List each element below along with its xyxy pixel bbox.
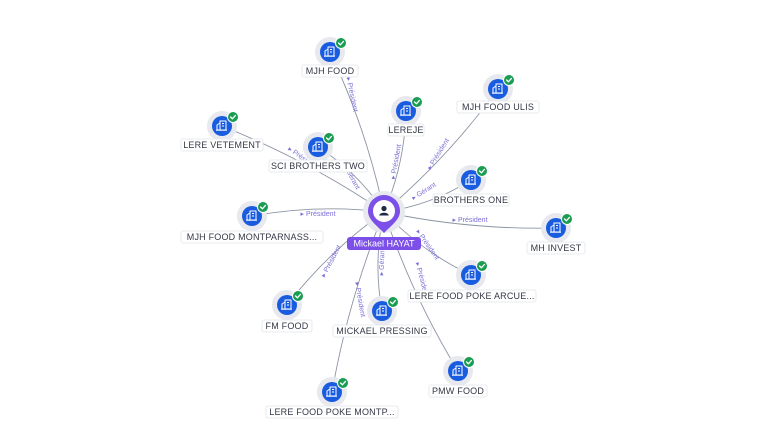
verified-check-icon xyxy=(323,132,335,144)
company-name: LERE FOOD POKE ARCUE... xyxy=(409,291,534,301)
edge-role-label: ▸ Président xyxy=(353,282,366,318)
verified-check-icon xyxy=(257,201,269,213)
company-building-icon xyxy=(376,305,387,316)
company-node-pmw-food[interactable]: PMW FOOD xyxy=(428,356,488,398)
company-label-background xyxy=(301,64,359,78)
company-name: MJH FOOD MONTPARNASS... xyxy=(187,232,317,242)
company-building-icon xyxy=(492,83,503,94)
verified-check-icon xyxy=(337,377,349,389)
company-name: SCI BROTHERS TWO xyxy=(271,161,365,171)
company-node-lere-food-poke-arcueil[interactable]: LERE FOOD POKE ARCUE... xyxy=(407,260,537,303)
verified-check-icon xyxy=(292,290,304,302)
company-label-background xyxy=(268,159,368,173)
company-building-icon xyxy=(246,210,257,221)
company-label-background xyxy=(387,123,425,137)
verified-check-icon xyxy=(335,37,347,49)
verified-check-icon xyxy=(476,165,488,177)
company-building-icon xyxy=(324,46,335,57)
center-person-node[interactable]: Mickael HAYAT xyxy=(347,191,421,250)
company-name: LERE VETEMENT xyxy=(183,140,261,150)
company-name: FM FOOD xyxy=(266,321,309,331)
person-name: Mickael HAYAT xyxy=(353,239,415,249)
company-node-mickael-pressing[interactable]: MICKAEL PRESSING xyxy=(332,296,432,338)
edge-lere-food-poke-montparnasse xyxy=(331,211,385,393)
company-name: PMW FOOD xyxy=(432,386,484,396)
company-node-mjh-food-montparnasse[interactable]: MJH FOOD MONTPARNASS... xyxy=(180,201,324,244)
company-label-background xyxy=(180,230,324,244)
company-building-icon xyxy=(281,299,292,310)
company-building-icon xyxy=(452,365,463,376)
company-node-lere-food-poke-montparnasse[interactable]: LERE FOOD POKE MONTP... xyxy=(265,377,399,419)
company-node-lereje[interactable]: LEREJE xyxy=(387,96,425,137)
verified-check-icon xyxy=(476,260,488,272)
verified-check-icon xyxy=(227,111,239,123)
company-node-fm-food[interactable]: FM FOOD xyxy=(261,290,313,333)
verified-check-icon xyxy=(463,356,475,368)
company-name: MJH FOOD xyxy=(306,66,355,76)
person-icon xyxy=(379,205,389,216)
company-name: MJH FOOD ULIS xyxy=(462,102,534,112)
company-label-background xyxy=(456,100,540,114)
company-node-brothers-one[interactable]: BROTHERS ONE xyxy=(432,165,510,207)
company-label-background xyxy=(407,289,537,303)
company-building-icon xyxy=(216,120,227,131)
company-building-icon xyxy=(400,105,411,116)
edge-role-label: ▸ Président xyxy=(390,144,403,180)
edge-role-label: ▸ Président xyxy=(426,137,451,170)
company-name: LERE FOOD POKE MONTP... xyxy=(269,407,394,417)
company-node-mjh-food[interactable]: MJH FOOD xyxy=(301,37,359,78)
verified-check-icon xyxy=(503,74,515,86)
nodes-layer: MJH FOOD LEREJE MJH FOOD ULIS LERE VETEMENT… xyxy=(180,37,586,419)
company-building-icon xyxy=(550,222,561,233)
company-building-icon xyxy=(465,269,476,280)
edge-role-label: ▸ Président xyxy=(452,217,487,224)
company-name: MICKAEL PRESSING xyxy=(336,326,427,336)
company-label-background xyxy=(180,138,264,152)
company-name: BROTHERS ONE xyxy=(434,195,508,205)
company-label-background xyxy=(526,241,586,255)
company-node-lere-vetement[interactable]: LERE VETEMENT xyxy=(180,111,264,152)
company-node-sci-brothers-two[interactable]: SCI BROTHERS TWO xyxy=(268,132,368,173)
company-building-icon xyxy=(465,174,476,185)
company-node-mh-invest[interactable]: MH INVEST xyxy=(526,213,586,255)
company-node-mjh-food-ulis[interactable]: MJH FOOD ULIS xyxy=(456,74,540,114)
company-building-icon xyxy=(326,386,337,397)
company-building-icon xyxy=(312,141,323,152)
company-label-background xyxy=(332,324,432,338)
company-name: LEREJE xyxy=(388,125,423,135)
company-label-background xyxy=(265,405,399,419)
company-label-background xyxy=(428,384,488,398)
company-label-background xyxy=(261,319,313,333)
edge-role-label: ▸ Gérant xyxy=(379,248,387,275)
person-label-background xyxy=(347,237,421,250)
verified-check-icon xyxy=(411,96,423,108)
verified-check-icon xyxy=(387,296,399,308)
verified-check-icon xyxy=(561,213,573,225)
company-label-background xyxy=(432,193,510,207)
edge-role-label: ▸ Président xyxy=(300,211,335,218)
company-name: MH INVEST xyxy=(531,243,582,253)
edge-role-label: ▸ Président xyxy=(320,244,343,278)
edge-role-label: ▸ Président xyxy=(344,77,358,113)
